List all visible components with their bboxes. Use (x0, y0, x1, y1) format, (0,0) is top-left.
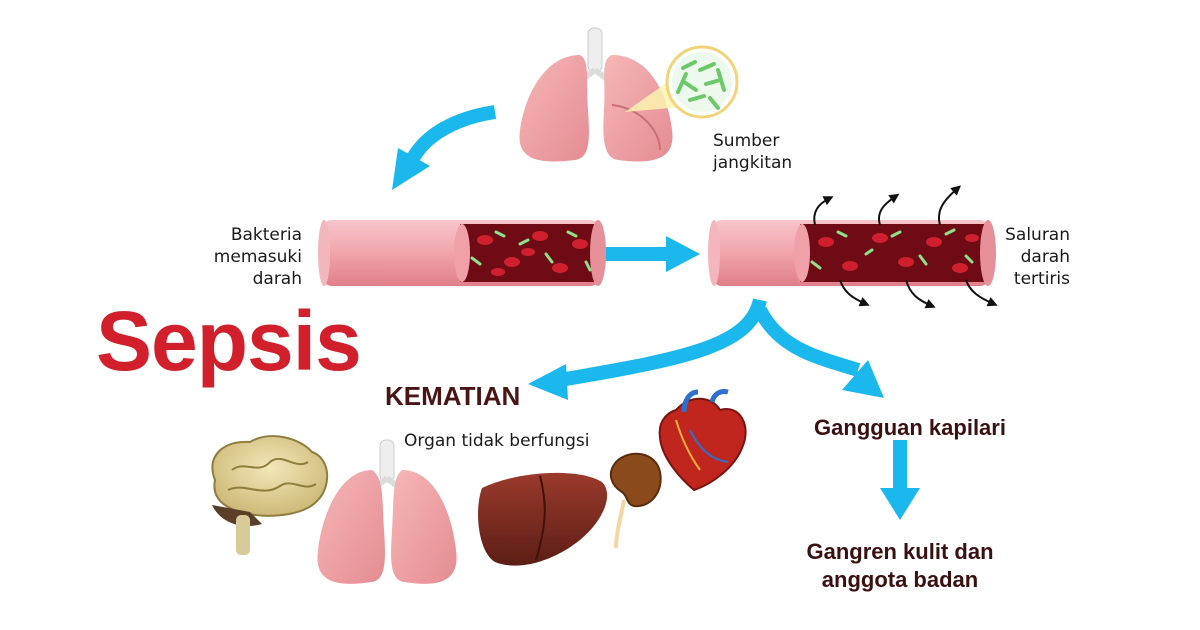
page-title: Sepsis (96, 294, 362, 388)
bacteria-magnifier-icon (625, 45, 739, 119)
vessel-leak-line-1: Saluran (1005, 225, 1070, 245)
bacteria-enter-line-3: darah (252, 269, 302, 289)
gangrene-line-1: Gangren kulit dan (806, 539, 994, 564)
vessel-leak-label: Saluran darah tertiris (990, 224, 1070, 290)
brain-icon (211, 435, 329, 555)
lungs-icon (317, 439, 457, 584)
vessel-leak-line-2: darah (1020, 247, 1070, 267)
infection-source-line-1: Sumber (713, 131, 780, 151)
blood-vessel-icon (708, 185, 998, 309)
bacteria-enter-line-2: memasuki (213, 247, 302, 267)
bacteria-enter-label: Bakteria memasuki darah (200, 224, 302, 290)
infection-source-label: Sumber jangkitan (713, 130, 792, 174)
blood-vessel-icon (318, 220, 606, 286)
capillary-label: Gangguan kapilari (814, 415, 1006, 440)
infection-source-line-2: jangkitan (713, 153, 793, 173)
vessel-leak-line-3: tertiris (1013, 269, 1070, 289)
lungs-icon (519, 27, 673, 162)
liver-icon (478, 472, 608, 566)
heart-icon (658, 389, 747, 492)
organ-failure-label: Organ tidak berfungsi (404, 431, 590, 451)
flow-arrows (392, 105, 920, 520)
bacteria-enter-line-1: Bakteria (230, 225, 302, 245)
kidney-icon (609, 452, 662, 549)
death-label: KEMATIAN (385, 381, 521, 411)
gangrene-label: Gangren kulit dan anggota badan (770, 538, 1030, 594)
gangrene-line-2: anggota badan (821, 567, 979, 592)
